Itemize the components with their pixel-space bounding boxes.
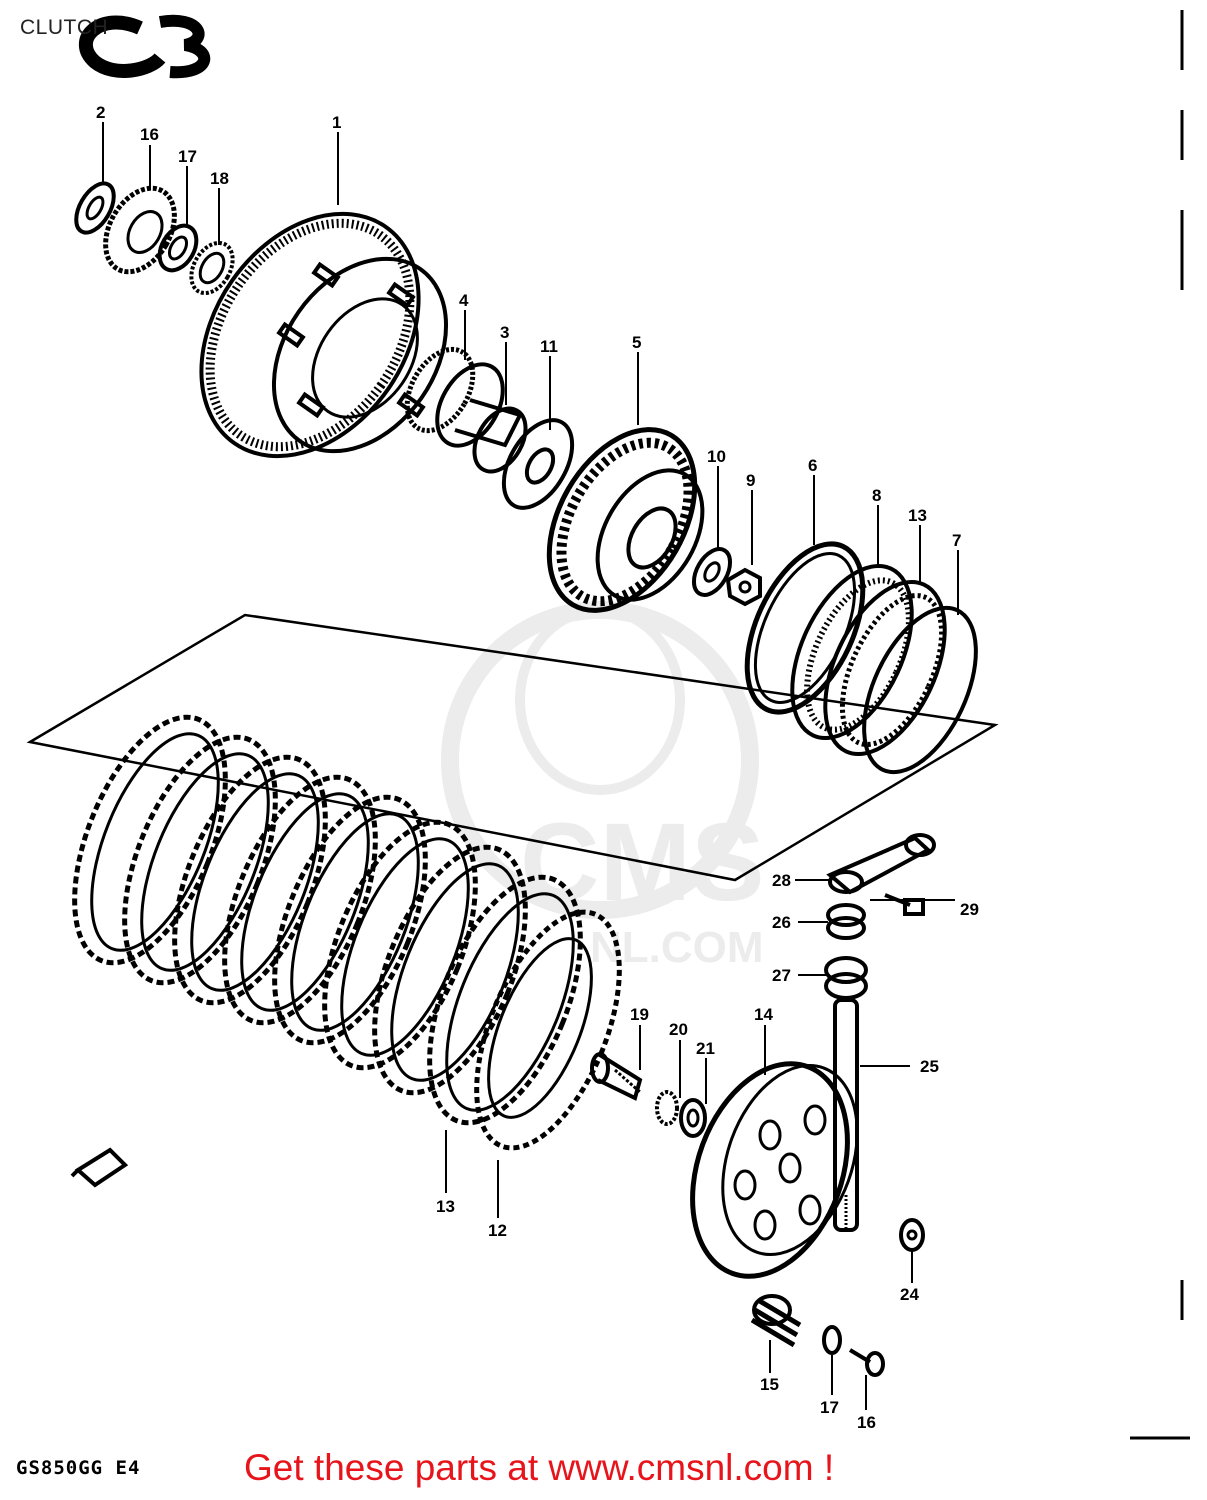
model-code: GS850GG E4 [16, 1457, 141, 1479]
part-label-21: 19 [630, 1005, 649, 1024]
needle-bearing-and-sleeve [404, 346, 528, 474]
part-label-16: 16 [857, 1413, 876, 1432]
pressure-plate [690, 1061, 859, 1279]
part-label-7: 7 [952, 531, 961, 550]
part-label-6: 6 [808, 456, 817, 475]
part-labels: 2 16 17 18 1 4 3 11 5 10 9 6 8 13 7 19 2… [96, 103, 979, 1432]
part-label-4: 4 [459, 291, 469, 310]
shaft-nut [899, 1218, 925, 1252]
part-label-18: 16 [140, 125, 159, 144]
part-label-28: 28 [772, 871, 791, 890]
part-label-13-upper: 13 [908, 506, 927, 525]
part-label-25: 25 [920, 1057, 939, 1076]
oil-pump-drive-parts [74, 181, 235, 296]
watermark: CMS NL.COM [441, 601, 764, 972]
release-bearing-and-washer [655, 1090, 707, 1138]
frame-edge-marks [1130, 10, 1190, 1440]
leader-lines [102, 122, 959, 1410]
c3-logo [78, 14, 211, 79]
buy-parts-link[interactable]: Get these parts at www.cmsnl.com ! [244, 1447, 835, 1488]
part-label-14: 14 [754, 1005, 773, 1024]
plate-group-frame [26, 613, 999, 882]
release-lever-and-bolt [826, 833, 936, 916]
part-label-3: 3 [500, 323, 509, 342]
clutch-plate-stack [72, 714, 622, 1151]
part-label-5: 5 [632, 333, 641, 352]
part-label-19: 17 [178, 147, 197, 166]
part-label-9: 9 [746, 471, 755, 490]
release-shaft-assembly [824, 903, 868, 1232]
part-label-13-lower: 13 [436, 1197, 455, 1216]
clutch-sleeve-hub [546, 427, 705, 613]
part-label-17: 17 [820, 1398, 839, 1417]
part-label-11: 11 [540, 337, 558, 356]
watermark-domain: NL.COM [590, 923, 764, 972]
part-label-2: 2 [96, 103, 105, 122]
part-label-26: 26 [772, 913, 791, 932]
part-label-24: 24 [900, 1285, 919, 1304]
clutch-spring-set [750, 1294, 885, 1377]
part-label-22: 20 [669, 1020, 688, 1039]
front-direction-arrow [70, 1147, 129, 1188]
primary-driven-gear [199, 211, 449, 459]
thrust-washer [501, 418, 575, 510]
part-label-29: 29 [960, 900, 979, 919]
spring-washer-set [744, 541, 978, 775]
part-label-20: 18 [210, 169, 229, 188]
part-label-12: 12 [488, 1221, 507, 1240]
lock-washer-and-nut [691, 547, 762, 607]
part-label-10: 10 [707, 447, 726, 466]
part-label-23: 21 [696, 1039, 715, 1058]
part-label-1: 1 [332, 113, 341, 132]
page-title: CLUTCH [20, 16, 109, 39]
part-label-15: 15 [760, 1375, 779, 1394]
part-label-27: 27 [772, 966, 791, 985]
clutch-push-piece [590, 1052, 643, 1101]
part-label-8: 8 [872, 486, 881, 505]
